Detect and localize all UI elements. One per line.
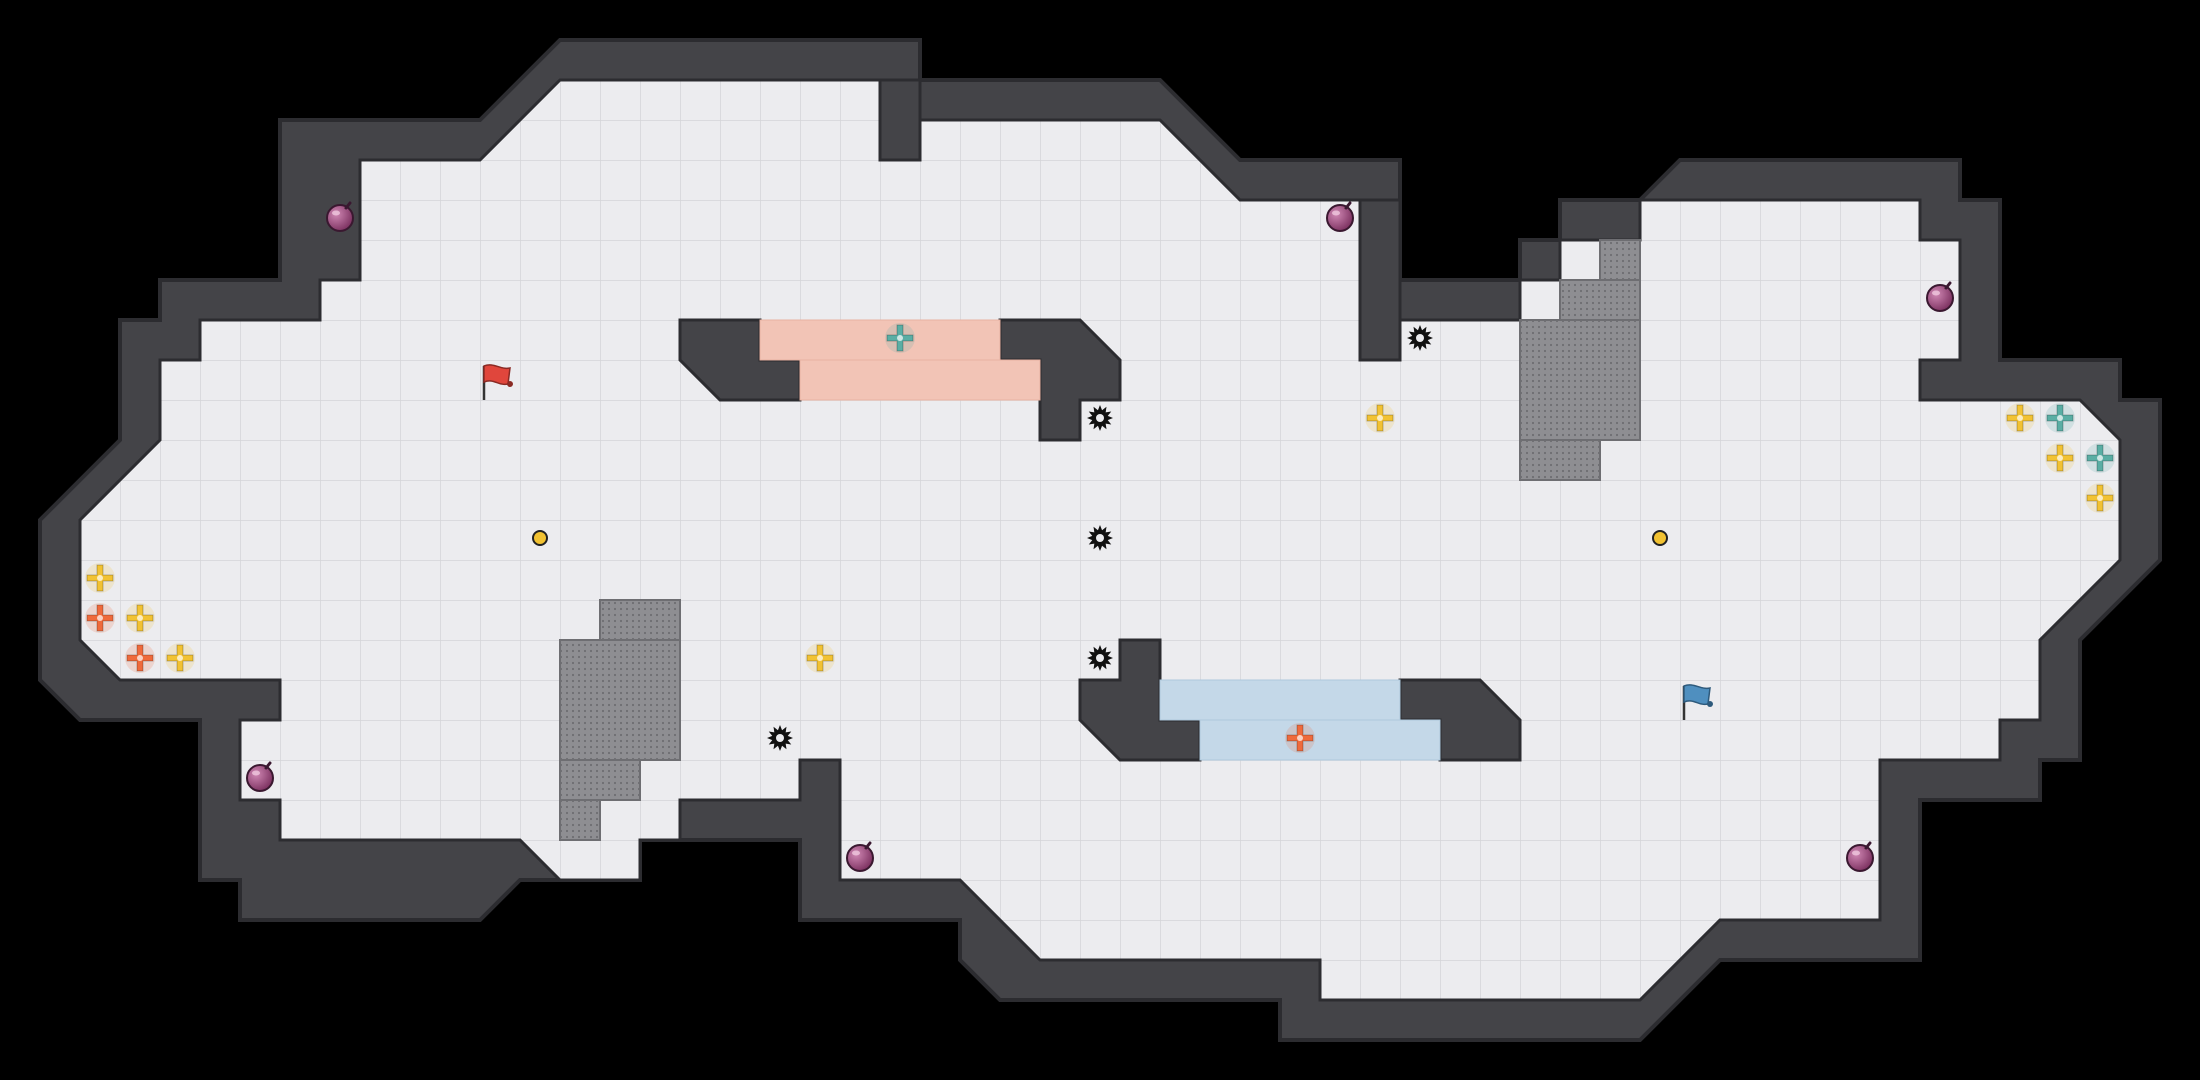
plus-star-icon[interactable] — [85, 563, 115, 593]
plus-star-icon[interactable] — [885, 323, 915, 353]
bomb-icon[interactable] — [1926, 281, 1954, 312]
plus-star-icon[interactable] — [2085, 483, 2115, 513]
plus-star-icon[interactable] — [2085, 443, 2115, 473]
plus-star-icon[interactable] — [125, 643, 155, 673]
spike-icon[interactable] — [1407, 325, 1433, 351]
spike-icon[interactable] — [767, 725, 793, 751]
wall-notch-right — [1358, 198, 1402, 362]
plus-star-icon[interactable] — [2045, 403, 2075, 433]
grate-hazard-left — [559, 599, 681, 841]
bomb-icon[interactable] — [846, 841, 874, 872]
plus-star-icon[interactable] — [1365, 403, 1395, 433]
plus-star-icon[interactable] — [2045, 443, 2075, 473]
powerups — [85, 323, 2115, 753]
blue-flag[interactable] — [1682, 684, 1713, 720]
boost-icon[interactable] — [532, 530, 548, 546]
bomb-icon[interactable] — [1326, 201, 1354, 232]
spike-icon[interactable] — [1087, 525, 1113, 551]
plus-star-icon[interactable] — [805, 643, 835, 673]
spikes — [767, 325, 1433, 751]
red-team-zone — [759, 319, 1041, 401]
red-flag[interactable] — [482, 364, 513, 400]
bombs — [246, 201, 1954, 872]
plus-star-icon[interactable] — [85, 603, 115, 633]
grate-hazard-right — [1519, 239, 1641, 481]
plus-star-icon[interactable] — [2005, 403, 2035, 433]
bomb-icon[interactable] — [326, 201, 354, 232]
spike-icon[interactable] — [1087, 405, 1113, 431]
boost-icon[interactable] — [1652, 530, 1668, 546]
spike-icon[interactable] — [1087, 645, 1113, 671]
bomb-icon[interactable] — [1846, 841, 1874, 872]
plus-star-icon[interactable] — [1285, 723, 1315, 753]
plus-star-icon[interactable] — [125, 603, 155, 633]
blue-team-zone — [1159, 679, 1441, 761]
boosts — [532, 530, 1668, 546]
wall-notch-top — [878, 78, 922, 162]
plus-star-icon[interactable] — [165, 643, 195, 673]
bomb-icon[interactable] — [246, 761, 274, 792]
